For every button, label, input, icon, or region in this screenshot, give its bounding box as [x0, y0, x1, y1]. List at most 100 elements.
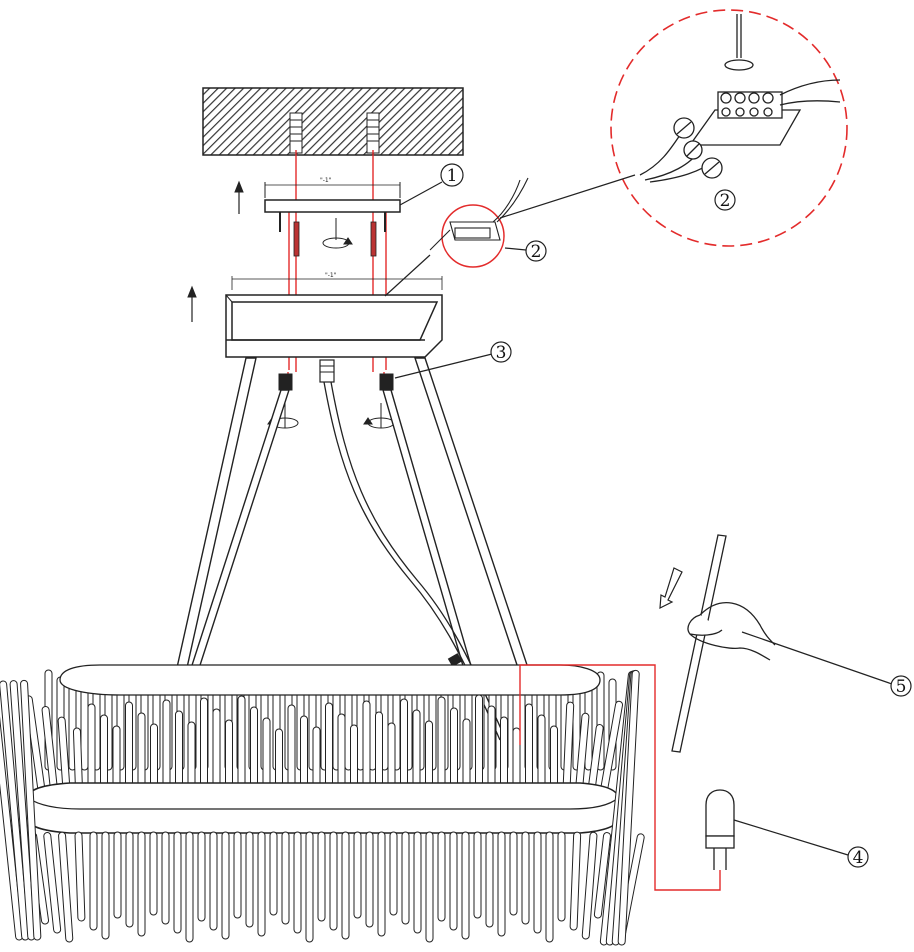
crystal-rod [550, 725, 558, 791]
crystal-rod [250, 706, 258, 791]
crystal-rod [413, 831, 422, 934]
crystal-rod [521, 831, 530, 925]
crystal-rod [537, 714, 546, 791]
crystal-rod [412, 709, 421, 791]
crystal-rod [525, 703, 533, 791]
crystal-rod [300, 715, 308, 791]
ceiling-anchor-right [366, 112, 380, 154]
crystal-rod [225, 719, 233, 791]
crystal-rod [197, 831, 206, 922]
crystal-rod [305, 831, 314, 943]
fixing-nut-right [379, 373, 394, 391]
crystal-rod [269, 831, 278, 916]
crystal-rod [187, 721, 196, 791]
svg-text:2: 2 [531, 242, 542, 262]
crystal-rod [275, 728, 283, 791]
crystal-rod [175, 710, 183, 791]
crystal-rod [173, 831, 182, 934]
crystal-rod [375, 711, 383, 791]
crystal-rod [150, 723, 158, 791]
crystal-rod [0, 680, 24, 941]
crystal-rod [293, 831, 302, 934]
crystal-rod [287, 704, 296, 791]
crystal-rod [581, 831, 598, 940]
crystal-rod [125, 831, 134, 928]
crystal-rod [200, 697, 208, 791]
hand-with-rod [671, 534, 776, 753]
crystal-rod [312, 726, 321, 791]
crystal-rod [462, 718, 471, 791]
crystal-rod [9, 680, 36, 941]
canopy: "-1" [225, 254, 443, 358]
crystal-rod [41, 705, 58, 791]
crystal-rod [389, 831, 398, 916]
crystal-rod [325, 702, 333, 791]
fixing-nut-left [278, 373, 293, 391]
crystal-rod [317, 831, 326, 922]
cable-gland [319, 359, 335, 383]
crystal-rod [113, 831, 122, 919]
crystal-rod [545, 831, 554, 943]
crystal-rod [209, 831, 218, 931]
crystal-rod [212, 708, 221, 791]
crystal-rod [149, 831, 158, 916]
crystal-rod [500, 716, 508, 791]
crystal-rod [353, 831, 362, 919]
up-arrow-icon [234, 180, 244, 214]
svg-text:5: 5 [896, 677, 907, 697]
crystal-rod [485, 831, 494, 928]
crystal-rod [100, 714, 108, 791]
crystal-rod [101, 831, 110, 940]
crystal-rod [362, 700, 371, 791]
down-arrow-icon [659, 567, 683, 610]
terminal-detail-bubble [610, 9, 848, 247]
crystal-rod [450, 707, 458, 791]
crystal-rod [473, 831, 482, 919]
crystal-rod [533, 831, 542, 934]
callout-2: 2 [525, 240, 547, 262]
crystal-rod [87, 703, 96, 791]
crystal-rod [281, 831, 290, 925]
crystal-rod [337, 713, 346, 791]
crystal-rod [137, 712, 146, 791]
crystal-rod [487, 705, 496, 791]
crystal-rod [593, 832, 611, 919]
crystal-rod [425, 720, 433, 791]
crystal-rod [400, 698, 408, 791]
crystal-rod [350, 724, 358, 791]
svg-text:1: 1 [447, 166, 458, 186]
ceiling-block [202, 87, 464, 156]
crystal-rod [512, 727, 521, 791]
svg-text:2: 2 [720, 191, 731, 211]
svg-text:4: 4 [853, 848, 864, 868]
chandelier-rods-front [24, 694, 624, 791]
crystal-rod [137, 831, 146, 937]
crystal-rod [257, 831, 266, 937]
crystal-rod [0, 680, 30, 941]
svg-text:3: 3 [496, 343, 507, 363]
callout-5: 5 [890, 675, 912, 697]
crystal-rod [221, 831, 230, 940]
crystal-rod [401, 831, 410, 925]
crystal-rod [437, 831, 446, 922]
crystal-rod [365, 831, 374, 928]
crystal-rod [497, 831, 506, 937]
callout-3: 3 [490, 341, 512, 363]
callout-4: 4 [847, 846, 869, 868]
bracket-dimension-label: "-1" [320, 177, 332, 184]
bulb-icon [705, 789, 735, 870]
callout-1: 1 [440, 163, 464, 187]
up-arrow-icon [187, 285, 197, 322]
crystal-rod [461, 831, 470, 940]
crystal-rod [437, 696, 446, 791]
terminal-block-closeup [429, 177, 529, 268]
crystal-rod [161, 831, 170, 925]
mounting-bracket: "-1" [264, 177, 401, 257]
crystal-rod [377, 831, 386, 937]
ceiling-anchor-left [289, 112, 303, 154]
canopy-dimension-label: "-1" [325, 272, 337, 279]
rotate-icon [322, 218, 353, 249]
crystal-rod [449, 831, 458, 931]
crystal-rod [262, 717, 271, 791]
